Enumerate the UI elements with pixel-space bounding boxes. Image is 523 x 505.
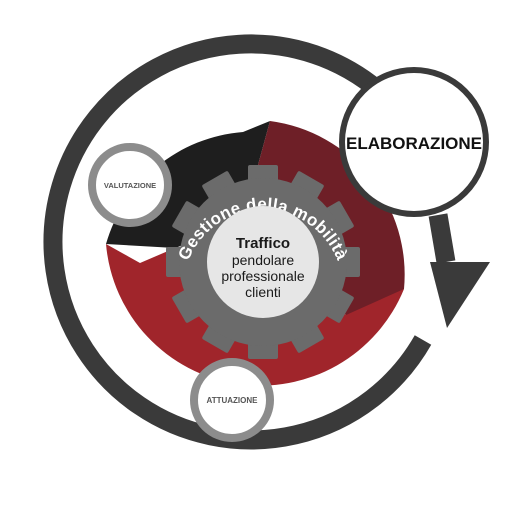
- node-valutazione-label: VALUTAZIONE: [104, 181, 156, 190]
- node-elaborazione-label: ELABORAZIONE: [346, 134, 482, 153]
- center-circle: [207, 206, 319, 318]
- segment-red: [106, 244, 404, 386]
- cycle-arrowhead: [430, 262, 490, 328]
- center-title: Traffico: [236, 235, 290, 252]
- center-line-1: pendolare: [232, 252, 294, 268]
- node-elaborazione: ELABORAZIONE: [339, 67, 489, 217]
- node-valutazione: VALUTAZIONE: [88, 143, 172, 227]
- center-line-3: clienti: [245, 284, 281, 300]
- outer-cycle-ring: [43, 34, 432, 450]
- outer-cycle-arrow-stem: [428, 213, 456, 264]
- node-attuazione-label: ATTUAZIONE: [207, 396, 259, 405]
- node-attuazione: ATTUAZIONE: [190, 358, 274, 442]
- center-line-2: professionale: [221, 268, 304, 284]
